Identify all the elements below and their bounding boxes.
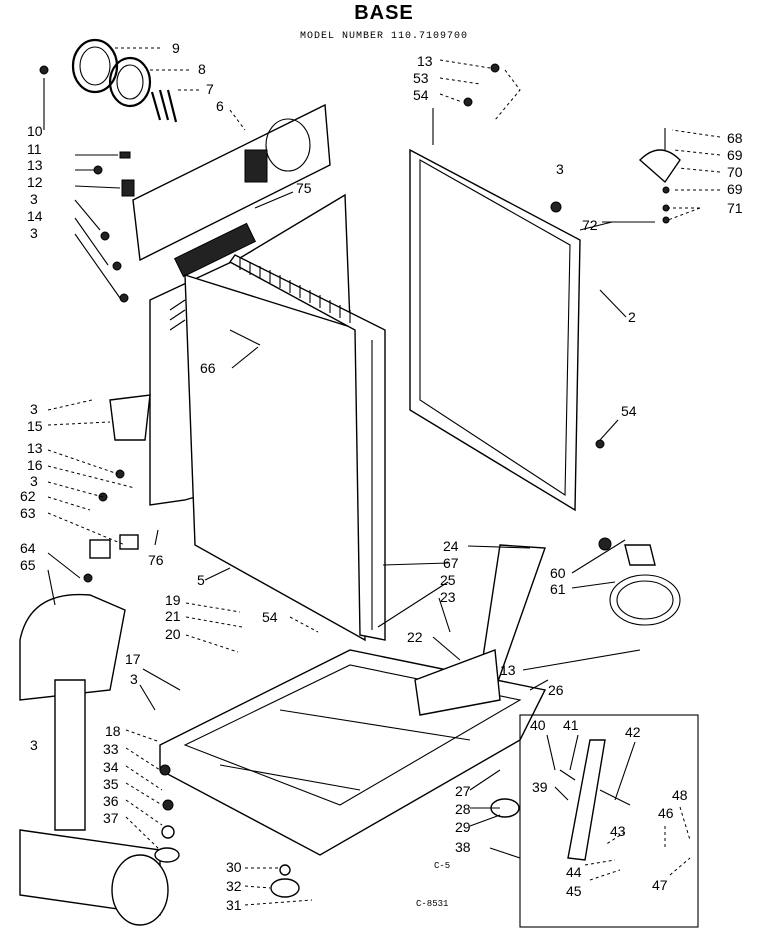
callout: 3 — [30, 225, 38, 241]
power-cord — [598, 537, 681, 626]
callout: 47 — [652, 877, 668, 893]
callout: 23 — [440, 589, 456, 605]
callout: 45 — [566, 883, 582, 899]
callout: 62 — [20, 488, 36, 504]
code-label: C-5 — [434, 861, 450, 871]
callout: 13 — [27, 157, 43, 173]
callout: 13 — [500, 662, 516, 678]
callout: 5 — [197, 572, 205, 588]
callout: 9 — [172, 40, 180, 56]
code-label: C-8531 — [416, 899, 448, 909]
callout: 46 — [658, 805, 674, 821]
callout: 7 — [206, 81, 214, 97]
callout: 24 — [443, 538, 459, 554]
callout: 27 — [455, 783, 471, 799]
callout: 65 — [20, 557, 36, 573]
callout: 69 — [727, 147, 743, 163]
callout: 54 — [262, 609, 278, 625]
callout: 75 — [296, 180, 312, 196]
callout: 67 — [443, 555, 459, 571]
cabinet-front-panel — [184, 274, 366, 642]
base-brace — [414, 544, 546, 716]
callout: 3 — [30, 191, 38, 207]
drum-seal-rings — [71, 38, 152, 108]
callout: 42 — [625, 724, 641, 740]
callout: 60 — [550, 565, 566, 581]
callout: 28 — [455, 801, 471, 817]
callout: 33 — [103, 741, 119, 757]
callout: 11 — [27, 141, 42, 157]
callout: 3 — [30, 737, 38, 753]
callout: 61 — [550, 581, 566, 597]
clips — [150, 89, 178, 123]
callout: 17 — [125, 651, 141, 667]
callout: 70 — [727, 164, 743, 180]
callout: 36 — [103, 793, 119, 809]
callout: 21 — [165, 608, 181, 624]
callout: 13 — [27, 440, 43, 456]
left-brackets — [89, 394, 151, 559]
leader-lines — [43, 47, 721, 906]
door-frame — [409, 148, 605, 512]
callout: 40 — [530, 717, 546, 733]
inset-box — [519, 714, 699, 928]
callout: 48 — [672, 787, 688, 803]
callout: 71 — [727, 200, 743, 216]
callout: 22 — [407, 629, 423, 645]
callout: 14 — [27, 208, 43, 224]
small-fasteners-left — [39, 65, 135, 303]
callout: 3 — [556, 161, 564, 177]
callout: 41 — [563, 717, 579, 733]
callout: 53 — [413, 70, 429, 86]
callout: 72 — [582, 217, 598, 233]
top-fasteners — [463, 63, 521, 121]
callout: 66 — [200, 360, 216, 376]
model-number: MODEL NUMBER 110.7109700 — [299, 31, 469, 42]
callout: 64 — [20, 540, 36, 556]
callout: 15 — [27, 418, 43, 434]
callout: 3 — [30, 473, 38, 489]
callout: 2 — [628, 309, 636, 325]
rear-panel — [132, 103, 331, 278]
callout: 76 — [148, 552, 164, 568]
callout: 8 — [198, 61, 206, 77]
callout: 37 — [103, 810, 119, 826]
callout: 34 — [103, 759, 119, 775]
diagram-title: BASE — [354, 2, 414, 24]
callout: 16 — [27, 457, 43, 473]
callout: 19 — [165, 592, 181, 608]
callout: 69 — [727, 181, 743, 197]
callout: 10 — [27, 123, 43, 139]
callout: 3 — [30, 401, 38, 417]
callout-labels: 9 8 7 6 10 11 13 12 3 14 3 75 13 53 54 3… — [20, 40, 743, 913]
callout: 31 — [226, 897, 242, 913]
callout: 26 — [548, 682, 564, 698]
callout: 12 — [27, 174, 43, 190]
callout: 44 — [566, 864, 582, 880]
callout: 32 — [226, 878, 242, 894]
callout: 18 — [105, 723, 121, 739]
callout: 43 — [610, 823, 626, 839]
callout: 30 — [226, 859, 242, 875]
callout: 29 — [455, 819, 471, 835]
callout: 54 — [621, 403, 637, 419]
callout: 39 — [532, 779, 548, 795]
vent-hood — [19, 573, 169, 926]
callout: 13 — [417, 53, 433, 69]
callout: 68 — [727, 130, 743, 146]
callout: 6 — [216, 98, 224, 114]
callout: 3 — [130, 671, 138, 687]
callout: 38 — [455, 839, 471, 855]
hinge-assembly — [638, 128, 681, 224]
leveling-legs — [154, 764, 520, 898]
callout: 63 — [20, 505, 36, 521]
callout: 54 — [413, 87, 429, 103]
callout: 25 — [440, 572, 456, 588]
cabinet-rear-ribs — [228, 254, 386, 641]
callout: 20 — [165, 626, 181, 642]
callout: 35 — [103, 776, 119, 792]
